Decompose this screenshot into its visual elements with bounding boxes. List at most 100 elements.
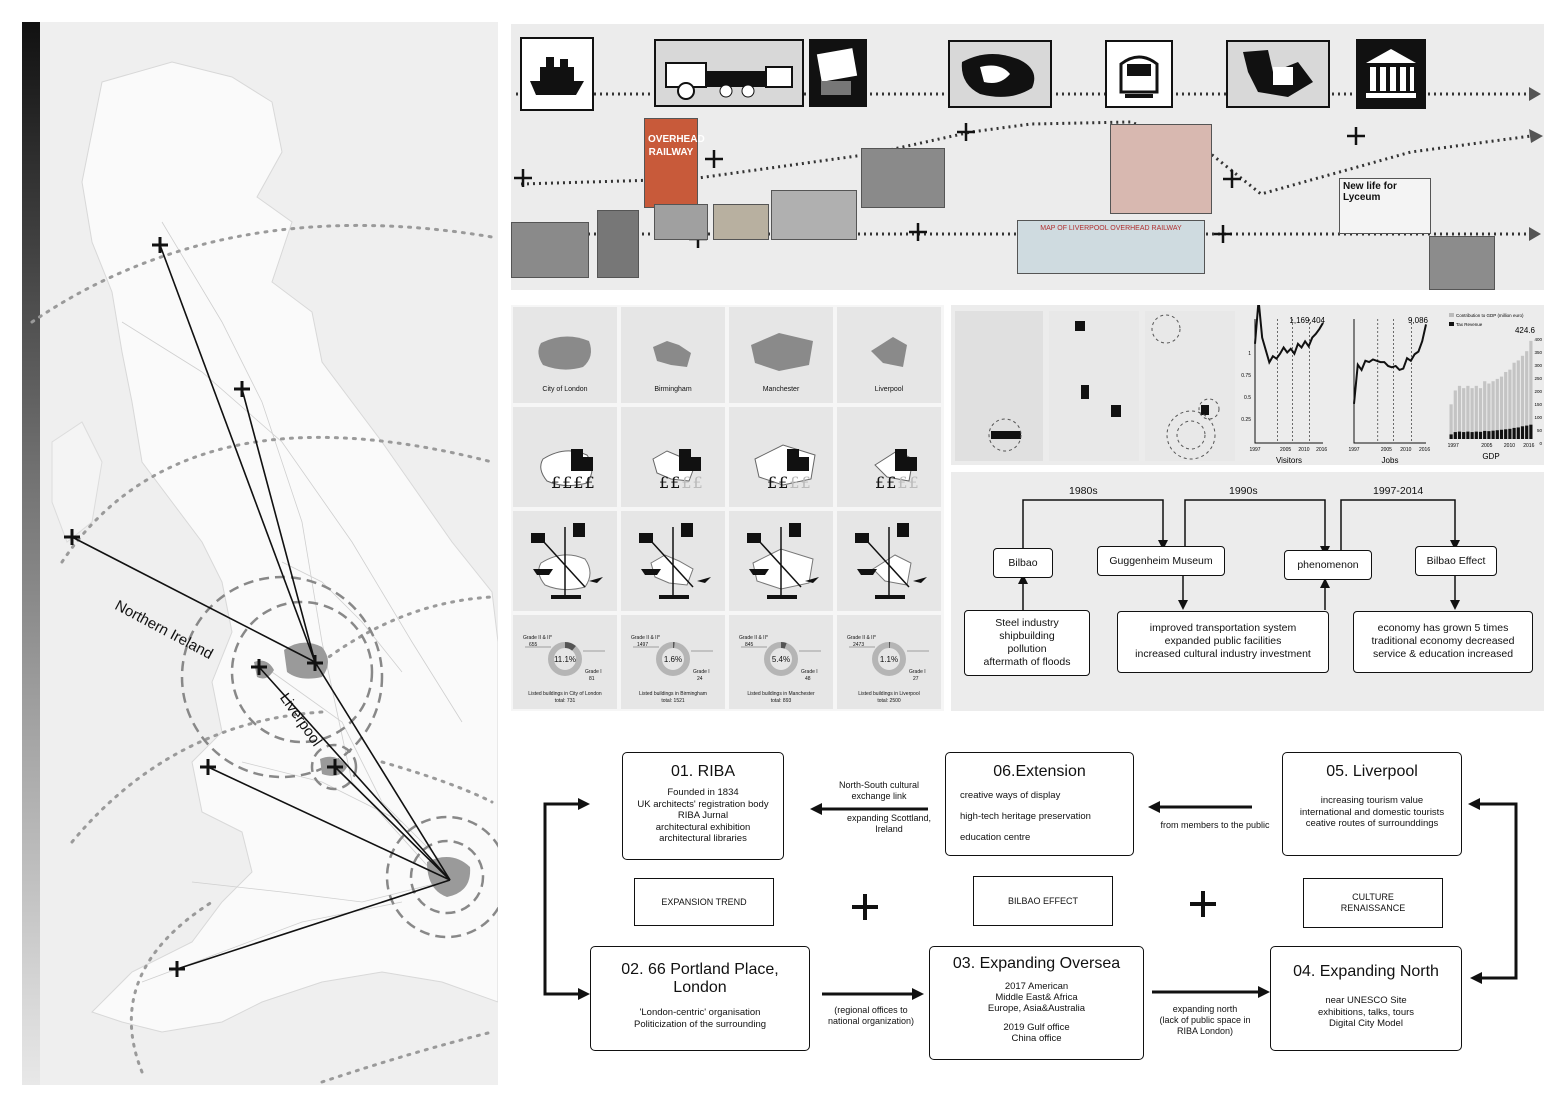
axis-label: GDP — [1482, 452, 1499, 461]
box-bilbao-effect: Bilbao Effect — [1415, 546, 1497, 576]
riba-line: architectural exhibition — [655, 821, 751, 833]
building-outline-icon — [652, 449, 701, 482]
cell-economy-1: ££££ — [621, 407, 725, 507]
grade2-label: Grade II & II* — [523, 635, 552, 641]
tax-bar — [1487, 431, 1491, 439]
axis — [1254, 319, 1323, 444]
cell-liverpool-map: Liverpool — [837, 307, 941, 403]
listed-total: total: 1521 — [661, 698, 685, 704]
peak-value: 9,086 — [1408, 316, 1429, 325]
year-tick: 1997 — [1448, 443, 1459, 449]
note-line: shipbuilding — [999, 630, 1055, 642]
north-line: near UNESCO Site — [1325, 995, 1407, 1006]
bilbao-map-shapes — [988, 314, 1220, 460]
poster-text: OVERHEAD RAILWAY — [648, 134, 705, 158]
city-name-liverpool: Liverpool — [874, 386, 904, 393]
riba-line: Founded in 1834 — [667, 787, 739, 798]
note-bilbao: Steel industry shipbuilding pollution af… — [964, 610, 1090, 676]
note-line: economy has grown 5 times — [1377, 622, 1509, 634]
timeline-panel: OVERHEAD RAILWAY MAP OF LIVERPOOL OVERHE… — [511, 24, 1544, 290]
period-1980s: 1980s — [1069, 485, 1098, 497]
extension-line: education centre — [960, 832, 1031, 843]
street-photo — [654, 204, 708, 240]
tax-bar — [1491, 430, 1495, 439]
grade2-value: 655 — [529, 642, 538, 648]
oversea-line: Europe, Asia&Australia — [987, 1003, 1086, 1014]
tax-bar — [1516, 427, 1520, 439]
y-tick: 50 — [1537, 428, 1543, 433]
year-tick: 1997 — [1348, 447, 1359, 453]
portland-line: 'London-centric' organisation — [639, 1007, 761, 1018]
city-name-london: City of London — [542, 386, 588, 393]
oversea-line — [930, 1014, 1143, 1022]
plus-markers — [64, 237, 343, 977]
bilbao-effect-label: BILBAO EFFECT — [1007, 896, 1078, 906]
gdp-bar — [1487, 383, 1491, 439]
extension-line: creative ways of display — [960, 790, 1061, 801]
city-name-birmingham: Birmingham — [654, 386, 692, 393]
legend-swatch-gdp — [1449, 313, 1454, 317]
donut-chart — [525, 642, 605, 676]
city-name-manchester: Manchester — [762, 386, 800, 393]
en-line: RIBA London) — [1176, 1026, 1234, 1036]
note-line: expanded public facilities — [1164, 635, 1282, 647]
box-guggenheim: Guggenheim Museum — [1097, 546, 1225, 576]
gdp-bar — [1508, 369, 1512, 439]
year-tick: 2016 — [1419, 447, 1430, 453]
gdp-bar — [1474, 385, 1478, 439]
grade2-value: 1497 — [637, 642, 649, 648]
y-tick: 0.5 — [1244, 395, 1251, 401]
tax-bar — [1504, 429, 1508, 439]
y-tick: 350 — [1534, 350, 1542, 355]
portland-title-2: London — [673, 979, 727, 996]
listed-caption: Listed buildings in Manchester — [747, 691, 815, 697]
note-bilbao-effect: economy has grown 5 times traditional ec… — [1353, 611, 1533, 673]
historic-map-photo — [1110, 124, 1212, 214]
y-tick: 400 — [1534, 337, 1542, 342]
gdp-bar — [1478, 388, 1483, 439]
grade1-value: 27 — [913, 676, 919, 682]
y-tick: 100 — [1534, 415, 1542, 420]
cell-manchester-map: Manchester — [729, 307, 833, 403]
oversea-line: 2019 Gulf office — [1003, 1022, 1070, 1033]
gdp-bar — [1483, 381, 1487, 439]
tax-bar — [1457, 431, 1462, 439]
tax-bar — [1499, 429, 1504, 439]
y-tick: 200 — [1534, 389, 1542, 394]
liverpool-line: ceative routes of surrounddings — [1305, 818, 1439, 829]
series-line — [1254, 305, 1324, 365]
listed-total: total: 893 — [770, 698, 792, 704]
listed-caption: Listed buildings in Birmingham — [639, 691, 707, 697]
dashed-rings — [180, 575, 498, 939]
gdp-bar — [1499, 376, 1504, 439]
unesco-icon — [1356, 39, 1426, 109]
peak-value: 424.6 — [1515, 326, 1536, 335]
sc-line: expanding Scottland, — [846, 813, 932, 823]
transport-icons — [855, 523, 927, 599]
donut-percent: 5.4% — [771, 655, 791, 664]
tax-bar — [1520, 426, 1525, 439]
extension-box: 06.Extension creative ways of display hi… — [945, 752, 1134, 856]
grade1-value: 24 — [697, 676, 703, 682]
tax-bar — [1483, 430, 1487, 439]
north-line: exhibitions, talks, tours — [1317, 1006, 1415, 1018]
map-drawing — [30, 61, 498, 1084]
note-line: increased cultural industry investment — [1135, 648, 1311, 660]
legend-tax: Tax Revenue — [1456, 322, 1483, 327]
expansion-trend-label: EXPANSION TREND — [661, 897, 747, 907]
cell-transport-3 — [837, 511, 941, 611]
renaissance-label: RENAISSANCE — [1340, 903, 1406, 913]
pound-rating: ££££ — [875, 473, 920, 492]
tax-bar — [1512, 427, 1516, 439]
newspaper-headline: New life for Lyceum — [1343, 181, 1397, 203]
ship-icon — [520, 37, 594, 111]
gdp-bar — [1512, 362, 1516, 439]
tax-bar — [1474, 431, 1478, 439]
en-line: expanding north — [1172, 1004, 1238, 1014]
legend-gdp: Contribution to GDP (million euro) — [1456, 313, 1524, 318]
